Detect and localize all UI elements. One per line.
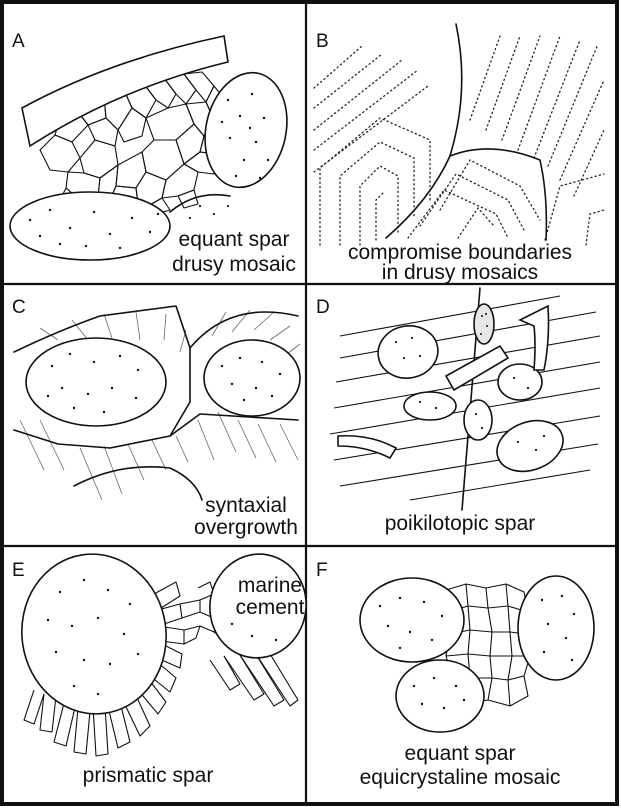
rounded-grain-a-right [195, 65, 297, 195]
panel-letter-d: D [316, 297, 330, 318]
panel-caption-c-line2: overgrowth [194, 516, 298, 539]
panel-a: A [10, 31, 297, 276]
chevron-zoning-left [314, 46, 430, 245]
rounded-grain-c-left [26, 338, 166, 426]
chevron-zoning-center [408, 160, 540, 238]
panel-letter-a: A [12, 31, 25, 52]
panel-caption-d: poikilotopic spar [385, 512, 536, 535]
panel-letter-b: B [316, 31, 329, 52]
panel-caption-f-line1: equant spar [405, 742, 516, 765]
panel-e: E [12, 545, 315, 787]
rounded-grain-a-bottom [10, 192, 170, 260]
rounded-grain-c-right [204, 340, 300, 416]
panel-caption-a-line1: equant spar [179, 228, 290, 251]
rounded-grain-f-left [360, 578, 464, 662]
panel-caption-c-line1: syntaxial [205, 494, 287, 517]
panel-b: B [314, 24, 604, 284]
poikilotopic-cleavage-lines [330, 288, 600, 510]
panel-caption-e: prismatic spar [83, 764, 214, 787]
panel-letter-f: F [316, 560, 328, 581]
panel-caption-f-line2: equicrystaline mosaic [360, 766, 561, 789]
panel-d: D [316, 288, 600, 535]
panel-f: F [316, 560, 594, 789]
panel-caption-a-line2: drusy mosaic [172, 253, 296, 276]
rounded-grain-f-right [518, 576, 594, 680]
chevron-zoning-right [470, 36, 604, 245]
panel-c: C [12, 297, 300, 539]
marine-cement-label-line1: marine [238, 574, 302, 597]
compromise-boundary-lines [386, 24, 546, 240]
panel-letter-c: C [12, 297, 26, 318]
rounded-grain-e-left [12, 545, 177, 723]
marine-cement-label-line2: cement [236, 596, 305, 619]
panel-caption-b-line2: in drusy mosaics [382, 261, 538, 284]
panel-letter-e: E [12, 560, 25, 581]
rounded-grain-f-bottom [396, 660, 484, 732]
